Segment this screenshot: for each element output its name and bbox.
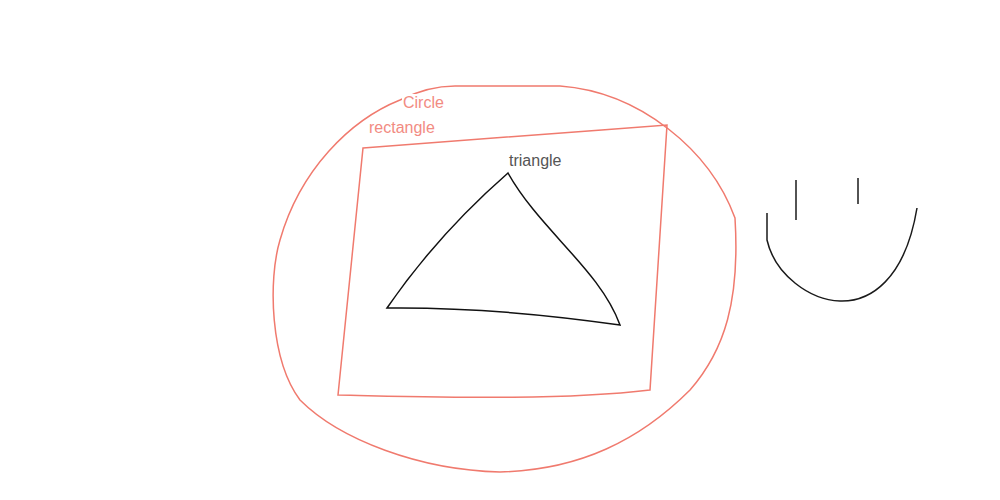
eye-line <box>795 180 797 220</box>
rectangle-shape: rectangletriangle <box>338 125 668 400</box>
shape-outline <box>338 125 668 400</box>
shape-label: Circle <box>402 94 445 112</box>
shape-label: rectangle <box>368 119 436 137</box>
outline-path <box>273 86 736 472</box>
shape-label: triangle <box>508 152 562 170</box>
eye-line <box>857 178 859 204</box>
shape-outline <box>386 172 622 326</box>
outline-path <box>387 173 620 325</box>
mouth-curve <box>767 208 917 301</box>
triangle-shape: triangle <box>386 172 622 326</box>
outline-path <box>338 125 667 397</box>
circle-shape: Circlerectangletriangle <box>273 85 736 473</box>
